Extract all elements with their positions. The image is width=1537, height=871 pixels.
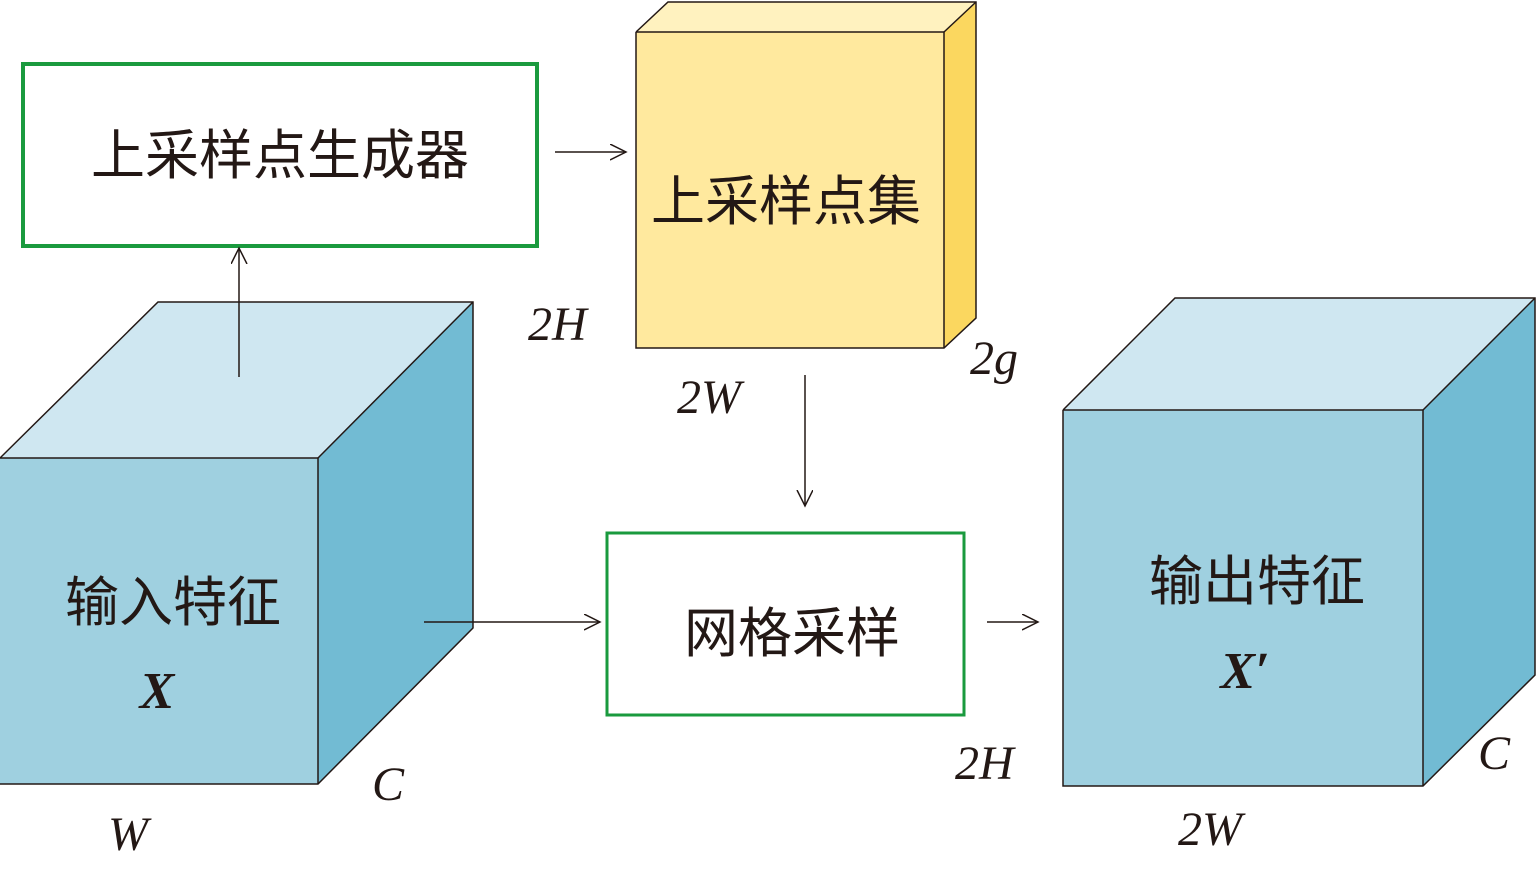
output-height-dim: 2H (955, 737, 1016, 790)
input-cube-top (0, 302, 473, 458)
upsample-point-generator-box (21, 62, 539, 248)
input-channel-dim: C (372, 758, 405, 811)
output-cube-front (1063, 410, 1423, 786)
output-cube-side (1423, 298, 1535, 786)
point-set-front (636, 32, 944, 348)
upsample-point-set-block (635, 1, 977, 349)
point-set-label: 上采样点集 (651, 170, 921, 233)
point-set-side (944, 2, 976, 348)
input-feature-symbol: X (138, 663, 176, 720)
output-width-dim: 2W (1178, 803, 1246, 856)
point-set-width-dim: 2W (677, 371, 745, 424)
output-feature-symbol: X′ (1218, 643, 1269, 700)
input-feature-label: 输入特征 (65, 571, 281, 634)
input-feature-cube (0, 301, 474, 785)
generator-label: 上采样点生成器 (91, 124, 469, 187)
point-set-height-dim: 2H (528, 298, 589, 351)
grid-sample-box (605, 531, 966, 717)
grid-sample-label: 网格采样 (684, 602, 900, 665)
input-cube-front (0, 458, 318, 784)
point-set-top (636, 2, 976, 32)
output-cube-top (1063, 298, 1535, 410)
point-set-channel-dim: 2g (970, 332, 1018, 385)
input-width-dim: W (108, 808, 152, 861)
output-feature-label: 输出特征 (1149, 550, 1365, 613)
output-channel-dim: C (1478, 727, 1511, 780)
input-cube-side (318, 302, 473, 784)
output-feature-cube (1062, 297, 1536, 787)
